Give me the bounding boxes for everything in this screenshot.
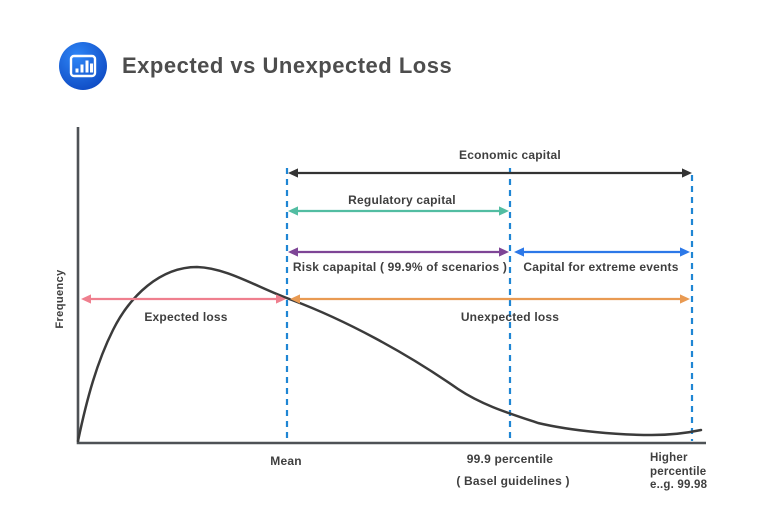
arrowhead-right [680,247,690,257]
logo-chart-frame [69,54,97,78]
regulatory-capital-arrow [288,206,509,216]
higher-percentile-line-2: percentile [650,465,707,478]
logo-bar-2 [80,64,84,73]
risk-capital-label: Risk capapital ( 99.9% of scenarios ) [292,260,508,274]
economic-capital-label: Economic capital [459,148,561,162]
risk-capital-arrow [288,247,509,257]
arrowhead-left [288,206,298,216]
expected-loss-arrow [81,294,286,304]
logo-bar-4 [90,63,93,73]
arrowhead-left [290,294,300,304]
basel-guidelines-label: ( Basel guidelines ) [456,474,570,488]
arrowhead-left [288,247,298,257]
extreme-events-label: Capital for extreme events [523,260,679,274]
extreme-events-arrow [514,247,690,257]
arrowhead-left [288,168,298,178]
higher-percentile-axis-label: Higher percentile e..g. 99.98 [650,452,707,493]
logo-bar-1 [75,68,79,73]
arrowhead-right [499,247,509,257]
unexpected-loss-label: Unexpected loss [460,310,560,324]
mean-axis-label: Mean [270,454,302,468]
logo-bar-3 [85,60,89,73]
percentile-999-axis-label: 99.9 percentile [466,452,554,466]
arrowhead-right [682,168,692,178]
axes [76,127,706,445]
regulatory-capital-label: Regulatory capital [348,193,456,207]
expected-loss-label: Expected loss [144,310,228,324]
arrowhead-right [680,294,690,304]
page-title: Expected vs Unexpected Loss [122,53,453,78]
higher-percentile-line-3: e..g. 99.98 [650,479,708,491]
higher-percentile-line-1: Higher [650,452,688,464]
loss-curve [76,265,703,443]
arrowhead-right [499,206,509,216]
unexpected-loss-arrow [290,294,690,304]
economic-capital-arrow [288,168,692,178]
bar-chart-logo-icon [58,41,108,91]
arrowhead-left [81,294,91,304]
arrowhead-right [276,294,286,304]
arrowhead-left [514,247,524,257]
y-axis-label: Frequency [54,269,66,329]
